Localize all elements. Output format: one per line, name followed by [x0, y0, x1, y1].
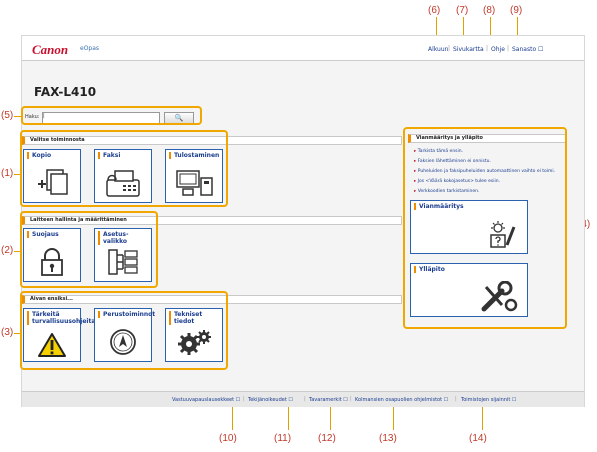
tile-fax[interactable]: Faksi — [94, 149, 152, 203]
highlight-select-function — [20, 130, 228, 207]
footer-copyright-link[interactable]: Tekijänoikeudet ☐ — [248, 397, 293, 403]
tile-print-label: Tulostaminen — [169, 152, 219, 159]
computer-print-icon — [166, 164, 222, 202]
search-label: Haku: — [25, 114, 40, 120]
callout-line-8 — [490, 17, 491, 45]
tile-troubleshooting[interactable]: Vianmääritys — [410, 200, 528, 254]
callout-line-2 — [14, 251, 22, 252]
callout-2: (2) — [1, 245, 14, 256]
section-select-function: Valitse toiminnosta — [22, 136, 402, 145]
callout-11: (11) — [274, 433, 292, 444]
tile-important-safety-label: Tärkeitä turvallisuusohjeita — [27, 311, 95, 325]
page-title: FAX-L410 — [34, 85, 97, 99]
footer-trademarks-link[interactable]: Tavaramerkit ☐ — [309, 397, 348, 403]
tile-technical-data-label: Tekniset tiedot — [169, 311, 222, 325]
tile-basic-operations-label: Perustoiminnot — [98, 311, 155, 318]
tile-settings-menu-label: Asetus-valikko — [98, 231, 151, 245]
separator: | — [304, 396, 306, 402]
compass-icon — [95, 323, 151, 361]
help-page: Canon eOpas Alkuun | Sivukartta | Ohje |… — [21, 35, 585, 407]
tile-security[interactable]: Suojaus — [23, 228, 81, 282]
callout-line-12 — [330, 400, 331, 430]
tile-copy-label: Kopio — [27, 152, 51, 159]
wrench-icon — [469, 278, 527, 316]
callout-line-13 — [393, 400, 394, 430]
highlight-device-management — [20, 211, 158, 288]
separator: | — [350, 396, 352, 402]
separator: | — [455, 396, 457, 402]
callout-12: (12) — [318, 433, 336, 444]
lock-icon — [24, 243, 80, 281]
callout-line-6 — [436, 17, 437, 45]
callout-9: (9) — [510, 5, 523, 16]
callout-3: (3) — [1, 327, 14, 338]
footer-offices-link[interactable]: Toimistojen sijainnit ☐ — [461, 397, 517, 403]
footer-disclaimer-link[interactable]: Vastuuvapauslausekkeet ☐ — [172, 397, 241, 403]
canon-logo: Canon — [32, 42, 69, 57]
highlight-useful-info — [20, 291, 228, 370]
eguide-tagline: eOpas — [80, 45, 100, 52]
callout-5: (5) — [1, 110, 14, 121]
callout-line-3 — [14, 333, 22, 334]
troubleshoot-link-4[interactable]: Jos <Väärä kokojasetus> tulee esiin. — [414, 179, 500, 184]
section-device-management: Laitteen hallinta ja määrittäminen — [22, 216, 402, 225]
glossary-link[interactable]: Sanasto ☐ — [512, 46, 544, 53]
separator: | — [448, 45, 451, 52]
tile-copy[interactable]: Kopio — [23, 149, 81, 203]
separator: | — [486, 45, 489, 52]
troubleshoot-link-1[interactable]: Tarkista tämä ensin. — [414, 149, 463, 154]
separator: | — [507, 45, 510, 52]
tile-technical-data[interactable]: Tekniset tiedot — [165, 308, 223, 362]
menu-tree-icon — [95, 243, 151, 281]
copy-icon — [24, 164, 80, 202]
tile-basic-operations[interactable]: Perustoiminnot — [94, 308, 155, 362]
tile-important-safety[interactable]: Tärkeitä turvallisuusohjeita — [23, 308, 95, 362]
section-useful-info: Aivan ensiksi... — [22, 295, 402, 304]
warning-icon — [24, 329, 80, 361]
callout-10: (10) — [219, 433, 237, 444]
tile-fax-label: Faksi — [98, 152, 120, 159]
footer-third-party-link[interactable]: Kolmansien osapuolien ohjelmistot ☐ — [355, 397, 449, 403]
gears-icon — [166, 323, 222, 361]
tile-troubleshooting-label: Vianmääritys — [414, 203, 464, 210]
callout-line-5 — [14, 116, 22, 117]
callout-line-14 — [482, 400, 483, 430]
help-link[interactable]: Ohje — [491, 46, 505, 53]
tile-settings-menu[interactable]: Asetus-valikko — [94, 228, 152, 282]
top-bar: Canon eOpas Alkuun | Sivukartta | Ohje |… — [22, 36, 584, 61]
separator: | — [243, 396, 245, 402]
callout-1: (1) — [1, 168, 14, 179]
tile-print[interactable]: Tulostaminen — [165, 149, 223, 203]
callout-6: (6) — [428, 5, 441, 16]
troubleshooting-icon — [471, 215, 527, 253]
callout-8: (8) — [483, 5, 496, 16]
tile-maintenance[interactable]: Ylläpito — [410, 263, 528, 317]
footer-bar: Vastuuvapauslausekkeet ☐ | Tekijänoikeud… — [22, 391, 584, 407]
callout-line-7 — [463, 17, 464, 45]
troubleshoot-link-2[interactable]: Faksien lähettäminen ei onnistu. — [414, 159, 491, 164]
troubleshoot-link-5[interactable]: Verkkoodien tarkistaminen. — [414, 189, 480, 194]
tile-security-label: Suojaus — [27, 231, 59, 238]
callout-7: (7) — [456, 5, 469, 16]
callout-14: (14) — [469, 433, 487, 444]
callout-line-9 — [517, 17, 518, 45]
troubleshooting-panel: Vianmääritys ja ylläpito Tarkista tämä e… — [408, 134, 568, 326]
sitemap-link[interactable]: Sivukartta — [453, 46, 484, 53]
callout-line-11 — [288, 400, 289, 430]
fax-icon — [95, 164, 151, 202]
callout-line-10 — [232, 400, 233, 430]
troubleshoot-link-3[interactable]: Puheluiden ja faksipuheluiden automaatti… — [414, 169, 555, 174]
highlight-search — [21, 106, 202, 125]
highlight-troubleshooting — [403, 127, 567, 329]
search-icon: 🔍 — [174, 114, 184, 122]
tile-maintenance-label: Ylläpito — [414, 266, 445, 273]
callout-line-1 — [14, 174, 22, 175]
home-link[interactable]: Alkuun — [428, 46, 449, 53]
callout-13: (13) — [379, 433, 397, 444]
